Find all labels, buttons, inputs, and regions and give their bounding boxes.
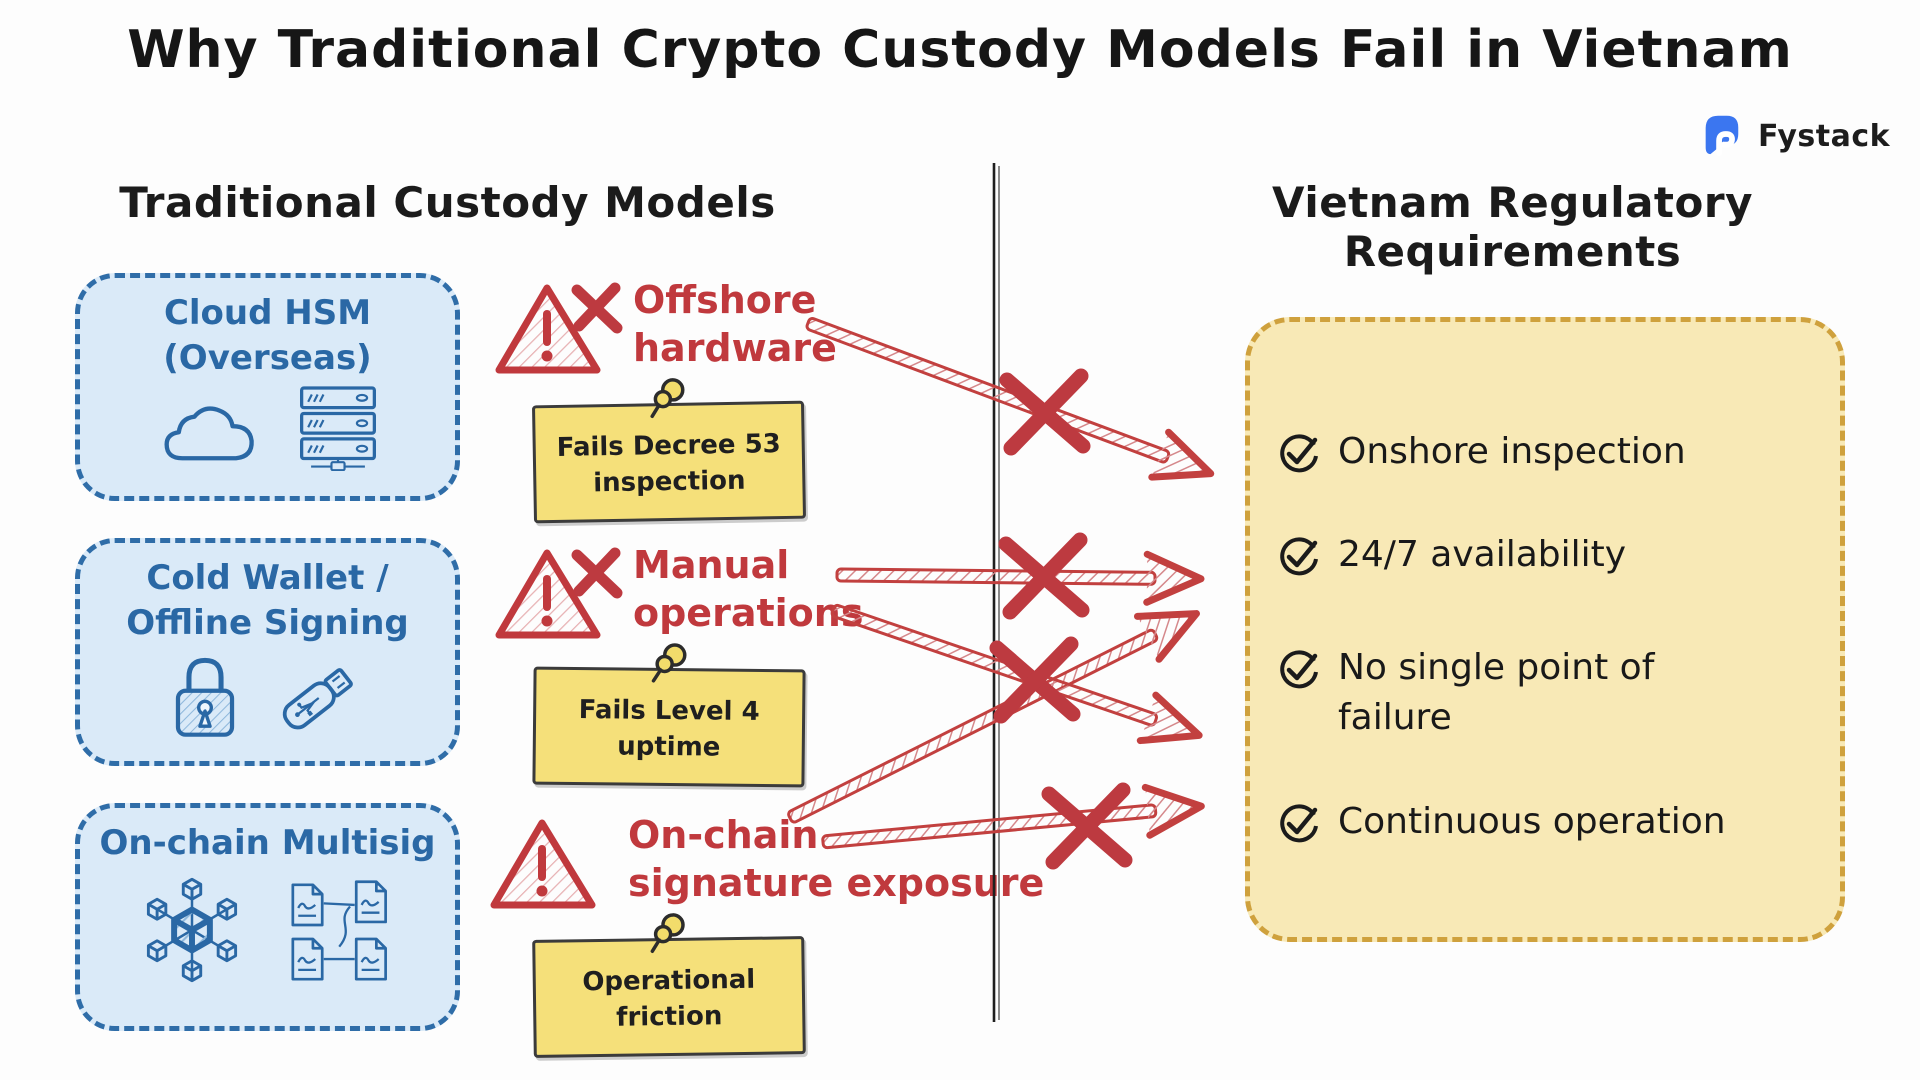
failure-label: On-chain signature exposure xyxy=(628,813,1045,905)
note-operational-friction: Operational friction xyxy=(532,913,806,1058)
warning-triangle-icon xyxy=(493,278,623,386)
fystack-logo-icon xyxy=(1698,110,1744,162)
warning-triangle-icon xyxy=(488,813,600,921)
model-title: Cold Wallet / Offline Signing xyxy=(126,558,409,643)
x-mark-icon xyxy=(571,282,623,334)
failure-offshore-hardware: Offshore hardware xyxy=(493,278,837,386)
model-box-cold-wallet: Cold Wallet / Offline Signing xyxy=(75,538,460,766)
pushpin-icon xyxy=(646,913,691,970)
failure-manual-operations: Manual operations xyxy=(493,543,863,651)
model-title: On-chain Multisig xyxy=(99,823,436,863)
failure-label: Manual operations xyxy=(633,543,864,635)
model-box-cloud-hsm: Cloud HSM (Overseas) xyxy=(75,273,460,501)
failure-onchain-signature-exposure: On-chain signature exposure xyxy=(488,813,1044,921)
note-line: uptime xyxy=(617,731,721,763)
pushpin-icon xyxy=(646,378,691,435)
x-mark-icon xyxy=(571,547,623,599)
requirement-247-availability: 24/7 availability xyxy=(1276,530,1626,580)
note-line: inspection xyxy=(592,465,746,499)
blockchain-icon xyxy=(138,876,246,988)
padlock-icon xyxy=(167,650,243,744)
page-title: Why Traditional Crypto Custody Models Fa… xyxy=(127,20,1793,80)
warning-triangle-icon xyxy=(493,543,623,651)
check-circle-icon xyxy=(1280,537,1318,576)
requirement-onshore-inspection: Onshore inspection xyxy=(1276,427,1686,477)
model-title: Cloud HSM (Overseas) xyxy=(163,293,372,378)
requirements-box: Onshore inspection 24/7 availability No … xyxy=(1245,317,1845,942)
x-mark-icon xyxy=(1041,782,1133,870)
check-circle-icon xyxy=(1280,650,1318,689)
right-column-heading: Vietnam Regulatory Requirements xyxy=(1272,178,1753,276)
note-decree-53: Fails Decree 53 inspection xyxy=(531,378,807,524)
blocked-arrow xyxy=(805,317,1215,481)
brand-logo: Fystack xyxy=(1698,110,1890,162)
model-box-onchain-multisig: On-chain Multisig xyxy=(75,803,460,1031)
pushpin-icon xyxy=(647,643,692,699)
usb-drive-icon xyxy=(279,650,369,744)
left-column-heading: Traditional Custody Models xyxy=(119,178,776,227)
cloud-icon xyxy=(158,397,262,475)
blocked-arrow xyxy=(835,550,1205,606)
note-line: friction xyxy=(615,1001,723,1033)
check-circle-icon xyxy=(1280,434,1318,473)
signed-documents-icon xyxy=(282,880,398,988)
check-circle-icon xyxy=(1280,804,1318,843)
x-mark-icon xyxy=(999,368,1091,456)
requirement-no-single-point-of-failure: No single point of failure xyxy=(1276,643,1654,743)
x-mark-icon xyxy=(998,532,1090,620)
server-rack-icon xyxy=(298,385,378,475)
brand-name: Fystack xyxy=(1758,118,1891,154)
requirement-continuous-operation: Continuous operation xyxy=(1276,797,1726,847)
failure-label: Offshore hardware xyxy=(633,278,837,370)
x-mark-icon xyxy=(989,636,1081,724)
blocked-arrow xyxy=(830,603,1203,745)
note-level-4-uptime: Fails Level 4 uptime xyxy=(532,643,806,788)
